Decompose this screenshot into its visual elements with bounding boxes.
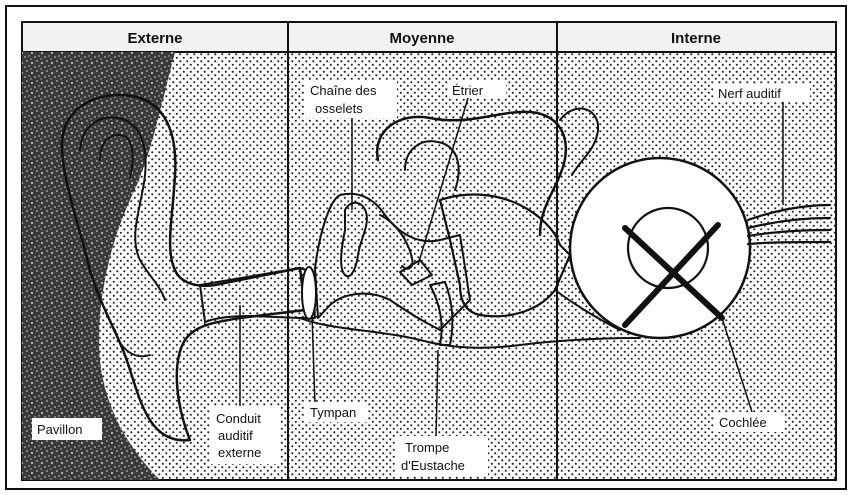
tympanic-membrane <box>302 267 316 319</box>
section-title-externe: Externe <box>127 30 182 47</box>
label-trompe-line1: Trompe <box>405 440 449 455</box>
label-pavillon: Pavillon <box>37 422 83 437</box>
label-cochlee: Cochlée <box>719 415 767 430</box>
cochlea-outline <box>570 158 750 338</box>
label-nerf-auditif: Nerf auditif <box>718 86 781 101</box>
label-trompe-line2: d'Eustache <box>401 458 465 473</box>
label-conduit-line3: externe <box>218 445 261 460</box>
section-title-moyenne: Moyenne <box>389 30 454 47</box>
label-conduit-line1: Conduit <box>216 411 261 426</box>
label-chaine-des-osselets-line2: osselets <box>315 101 363 116</box>
label-conduit-line2: auditif <box>218 428 253 443</box>
label-etrier: Étrier <box>452 83 484 98</box>
label-tympan: Tympan <box>310 405 356 420</box>
label-chaine-des-osselets-line1: Chaîne des <box>310 83 377 98</box>
section-title-interne: Interne <box>671 30 721 47</box>
